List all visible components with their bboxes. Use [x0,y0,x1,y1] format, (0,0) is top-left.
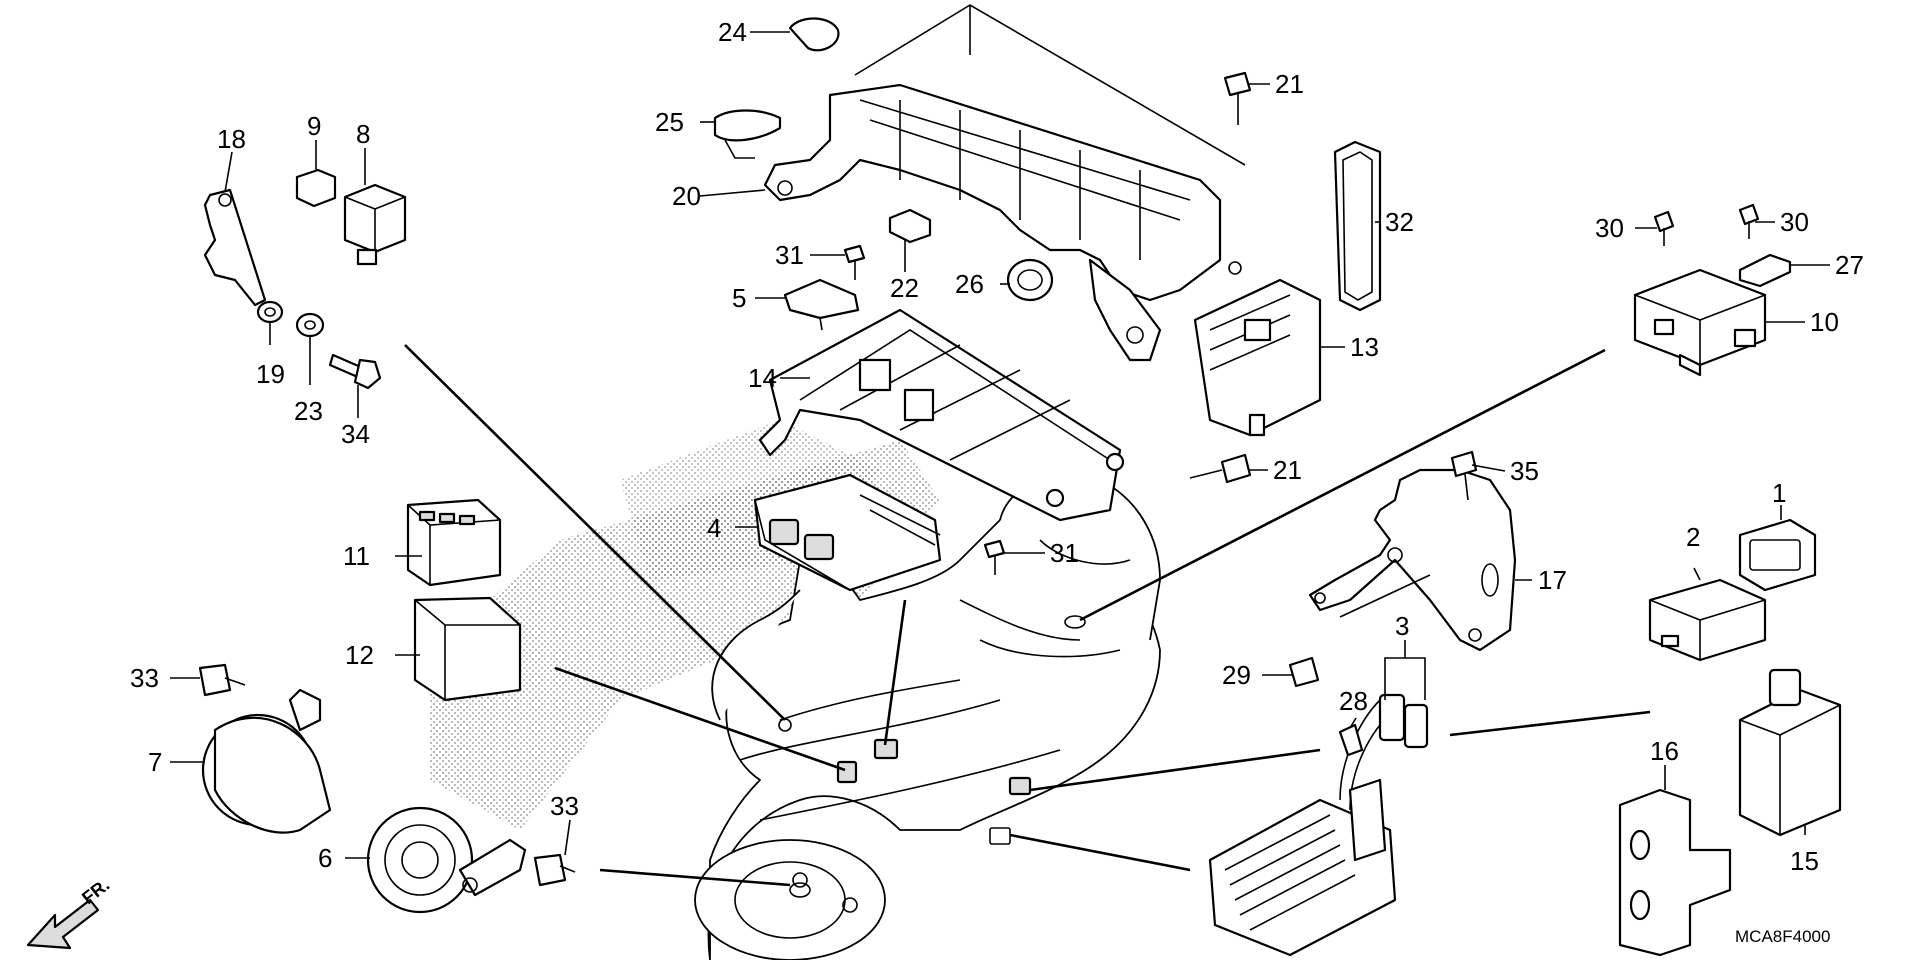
part-33-bolt-lower [533,853,576,887]
part-7-horn [201,688,332,834]
part-19-collar [256,300,284,324]
callout-33-lower: 33 [550,791,579,821]
part-15-module [1738,668,1842,837]
callout-22: 22 [890,273,919,303]
part-9-block [295,168,337,208]
part-22-clip [888,208,932,244]
part-8-relay [343,183,407,266]
motorcycle-outline [694,475,1161,960]
part-11-box [406,498,502,587]
callout-34: 34 [341,419,370,449]
part-26-clamp [1006,258,1054,302]
part-4-ecu [753,473,942,592]
part-25-band [713,109,782,159]
callout-29: 29 [1222,660,1251,690]
callout-16: 16 [1650,736,1679,766]
part-33-bolt-upper [198,663,246,697]
part-12-box [413,596,522,702]
tray-14 [758,308,1125,522]
callout-3: 3 [1395,611,1409,641]
part-32-band [1333,140,1382,312]
part-13-box [1193,278,1322,437]
diagram-code: MCA8F4000 [1735,927,1830,946]
leader-lines [170,31,1830,859]
callout-20: 20 [672,181,701,211]
callout-27: 27 [1835,250,1864,280]
callout-9: 9 [307,111,321,141]
part-31-screws [843,244,1006,575]
part-3-regulator [1208,693,1429,957]
callout-30-left: 30 [1595,213,1624,243]
callout-14: 14 [748,363,777,393]
callout-31-upper: 31 [775,240,804,270]
frame-bracket-assembly [763,4,1246,362]
part-21-bolt-upper [1223,71,1252,125]
callout-4: 4 [707,513,721,543]
callout-13: 13 [1350,332,1379,362]
callout-8: 8 [356,119,370,149]
callout-28: 28 [1339,686,1368,716]
callout-18: 18 [217,124,246,154]
callout-labels: 1 2 3 4 5 6 7 8 9 10 11 12 13 14 15 16 1… [130,17,1864,876]
part-34-bolt [328,353,382,390]
part-35-bolt [1450,450,1478,501]
callout-25: 25 [655,107,684,137]
part-2-relay [1648,578,1767,662]
callout-32: 32 [1385,207,1414,237]
part-5-sensor [783,278,860,331]
callout-30-right: 30 [1780,207,1809,237]
pointer-lines [404,344,1651,887]
callout-24: 24 [718,17,747,47]
callout-12: 12 [345,640,374,670]
part-30-screws [1653,203,1760,246]
callout-33-upper: 33 [130,663,159,693]
part-29-bolt [1288,656,1320,688]
part-27-clip [1738,253,1792,288]
callout-15: 15 [1790,846,1819,876]
callout-31-lower: 31 [1050,538,1079,568]
callout-23: 23 [294,396,323,426]
part-23-washer [295,312,325,338]
part-18-stay [203,188,267,307]
callout-11: 11 [343,541,370,571]
callout-35: 35 [1510,456,1539,486]
front-direction-arrow: FR. [26,875,113,950]
callout-19: 19 [256,359,285,389]
callout-26: 26 [955,269,984,299]
part-10-module [1633,268,1767,377]
callout-6: 6 [318,843,332,873]
part-16-cover [1618,788,1732,957]
callout-2: 2 [1686,522,1700,552]
part-24-clip [788,17,840,52]
part-6-horn [366,806,527,914]
callout-5: 5 [732,283,746,313]
front-arrow-label: FR. [78,875,113,909]
callout-21-upper: 21 [1275,69,1304,99]
callout-17: 17 [1538,565,1567,595]
callout-10: 10 [1810,307,1839,337]
callout-21-lower: 21 [1273,455,1302,485]
callout-1: 1 [1772,478,1786,508]
part-1-connector [1738,518,1817,592]
part-21-bolt-lower [1189,453,1252,484]
part-17-bracket [1308,468,1517,652]
callout-7: 7 [148,747,162,777]
